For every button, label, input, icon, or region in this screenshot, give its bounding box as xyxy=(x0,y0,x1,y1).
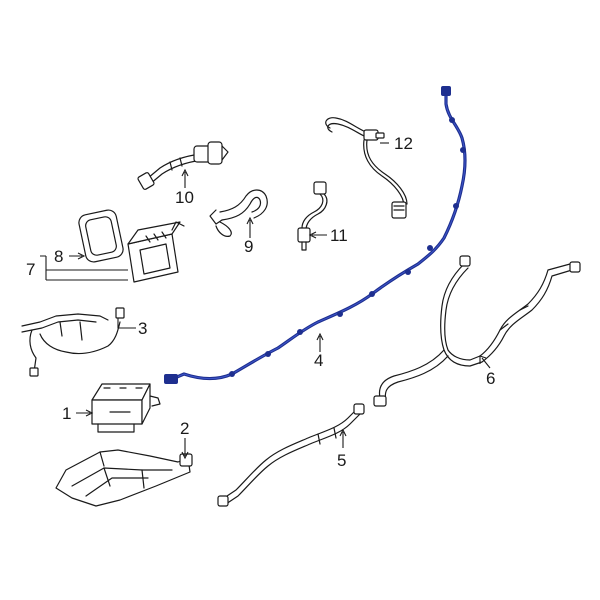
callout-4: 4 xyxy=(314,351,323,370)
part-9-hose[interactable] xyxy=(209,189,268,237)
part-7-control-module[interactable] xyxy=(127,221,185,283)
callout-2: 2 xyxy=(180,419,189,438)
callout-1: 1 xyxy=(62,404,71,423)
part-12-sensor-harness[interactable] xyxy=(325,117,408,219)
callout-10: 10 xyxy=(175,188,194,207)
part-3-wiring-harness[interactable] xyxy=(21,307,125,377)
callout-7: 7 xyxy=(26,260,35,279)
callout-6: 6 xyxy=(486,369,495,388)
part-1-vapor-canister[interactable] xyxy=(91,383,161,433)
part-11-oxygen-sensor[interactable] xyxy=(297,181,328,251)
part-4-vapor-line-highlighted[interactable] xyxy=(164,86,467,384)
callout-8: 8 xyxy=(54,247,63,266)
part-6-fuel-line[interactable] xyxy=(373,255,581,407)
callout-9: 9 xyxy=(244,237,253,256)
leader-lines xyxy=(40,142,491,460)
part-5-fuel-line[interactable] xyxy=(217,403,365,507)
callout-3: 3 xyxy=(138,319,147,338)
callout-11: 11 xyxy=(330,226,348,245)
part-2-heat-shield[interactable] xyxy=(55,449,193,507)
callout-12: 12 xyxy=(394,134,413,153)
part-8-gasket[interactable] xyxy=(77,209,124,264)
callout-5: 5 xyxy=(337,451,346,470)
part-10-connector-harness[interactable] xyxy=(137,141,229,190)
callout-labels: 12 10 9 11 8 7 3 4 6 1 2 5 xyxy=(26,134,495,470)
